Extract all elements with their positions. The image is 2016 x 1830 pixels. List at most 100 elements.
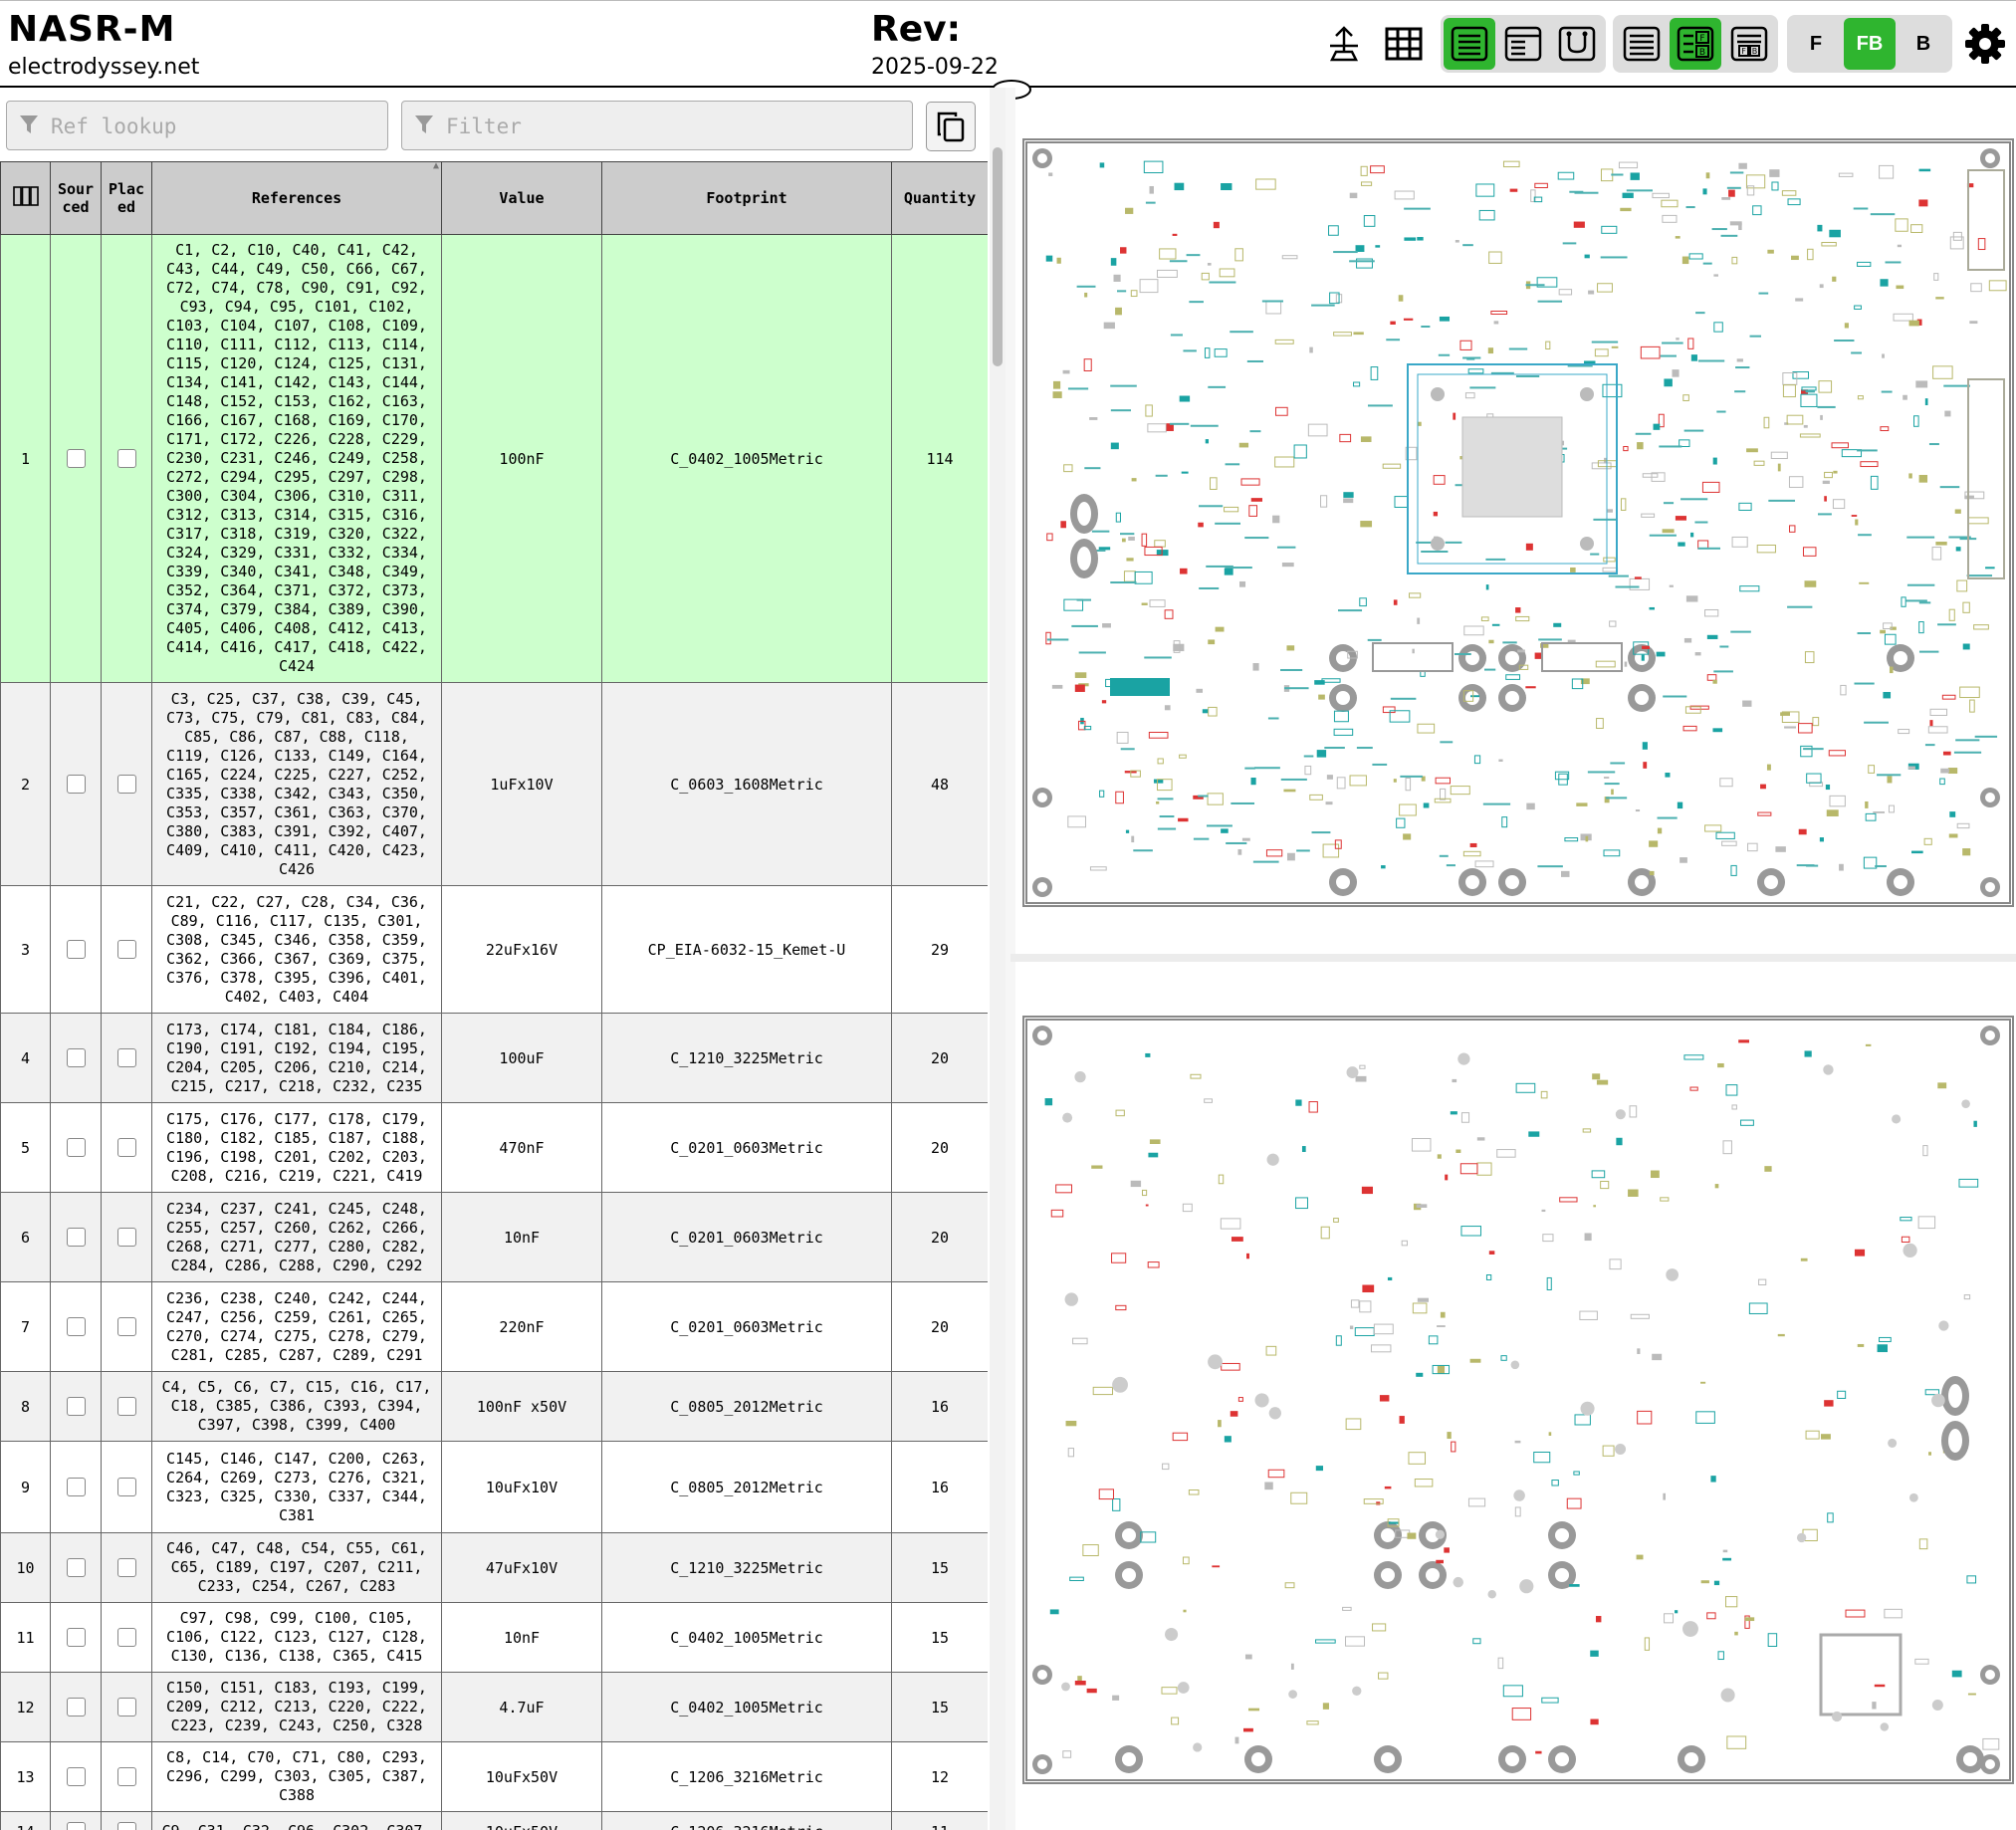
settings-button[interactable] — [1960, 19, 2010, 69]
bom-table: Sour ced Plac ed References▲ Value Footp… — [0, 161, 988, 1830]
sourced-checkbox[interactable] — [67, 1397, 86, 1416]
footprint-cell: C_0603_1608Metric — [602, 683, 892, 886]
placed-checkbox[interactable] — [117, 1628, 136, 1647]
sourced-checkbox[interactable] — [67, 1228, 86, 1247]
sourced-checkbox[interactable] — [67, 449, 86, 468]
footprint-cell: C_0201_0603Metric — [602, 1282, 892, 1372]
sourced-checkbox[interactable] — [67, 1767, 86, 1786]
sourced-checkbox[interactable] — [67, 775, 86, 794]
value-header[interactable]: Value — [442, 162, 602, 235]
placed-checkbox[interactable] — [117, 1397, 136, 1416]
placed-checkbox[interactable] — [117, 1228, 136, 1247]
quantity-header[interactable]: Quantity — [892, 162, 989, 235]
front-pcb-canvas[interactable] — [1022, 138, 2014, 907]
table-row[interactable]: 14C9, C31, C32, C96, C302, C307,10uFx50V… — [1, 1812, 989, 1830]
placed-checkbox[interactable] — [117, 449, 136, 468]
placed-checkbox[interactable] — [117, 1698, 136, 1716]
bom-netlist-button[interactable]: F B — [1723, 18, 1775, 70]
front-back-view-button[interactable]: FB — [1844, 18, 1896, 70]
footprint-cell: C_0805_2012Metric — [602, 1372, 892, 1442]
value-cell: 100uF — [442, 1014, 602, 1103]
row-number: 9 — [1, 1442, 51, 1533]
ref-lookup-input[interactable] — [49, 108, 373, 145]
table-row[interactable]: 6C234, C237, C241, C245, C248, C255, C25… — [1, 1193, 989, 1282]
placed-cell — [102, 886, 152, 1014]
ungrouped-icon — [1622, 24, 1662, 64]
placed-cell — [102, 1193, 152, 1282]
sourced-header[interactable]: Sour ced — [51, 162, 102, 235]
bom-left-icon — [1503, 24, 1543, 64]
sourced-checkbox[interactable] — [67, 940, 86, 959]
table-row[interactable]: 13C8, C14, C70, C71, C80, C293, C296, C2… — [1, 1742, 989, 1812]
placed-checkbox[interactable] — [117, 1767, 136, 1786]
table-row[interactable]: 4C173, C174, C181, C184, C186, C190, C19… — [1, 1014, 989, 1103]
placed-checkbox[interactable] — [117, 775, 136, 794]
placed-cell — [102, 1442, 152, 1533]
sourced-checkbox[interactable] — [67, 1138, 86, 1157]
placed-checkbox[interactable] — [117, 1558, 136, 1577]
back-pcb-drawing — [1024, 1018, 2012, 1782]
bom-top-drawings-bottom-button[interactable] — [1551, 18, 1603, 70]
sourced-checkbox[interactable] — [67, 1628, 86, 1647]
ref-lookup-box — [6, 101, 388, 150]
sourced-checkbox[interactable] — [67, 1478, 86, 1496]
placed-header[interactable]: Plac ed — [102, 162, 152, 235]
table-row[interactable]: 5C175, C176, C177, C178, C179, C180, C18… — [1, 1103, 989, 1193]
placed-checkbox[interactable] — [117, 1048, 136, 1067]
quantity-cell: 11 — [892, 1812, 989, 1830]
placed-checkbox[interactable] — [117, 940, 136, 959]
references-header[interactable]: References▲ — [152, 162, 442, 235]
footprint-header[interactable]: Footprint — [602, 162, 892, 235]
bom-grouped-button[interactable]: F B — [1670, 18, 1721, 70]
bom-ungrouped-button[interactable] — [1616, 18, 1668, 70]
sourced-checkbox[interactable] — [67, 1317, 86, 1336]
placed-cell — [102, 1533, 152, 1603]
filter-icon — [19, 114, 39, 135]
footprint-cell: C_0402_1005Metric — [602, 235, 892, 683]
quantity-cell: 12 — [892, 1742, 989, 1812]
placed-checkbox[interactable] — [117, 1138, 136, 1157]
sourced-cell — [51, 683, 102, 886]
row-number: 1 — [1, 235, 51, 683]
sourced-checkbox[interactable] — [67, 1698, 86, 1716]
table-row[interactable]: 9C145, C146, C147, C200, C263, C264, C26… — [1, 1442, 989, 1533]
full-view-button[interactable] — [1379, 19, 1429, 69]
sourced-checkbox[interactable] — [67, 1558, 86, 1577]
sourced-checkbox[interactable] — [67, 1048, 86, 1067]
table-row[interactable]: 3C21, C22, C27, C28, C34, C36, C89, C116… — [1, 886, 989, 1014]
footprint-cell: C_0201_0603Metric — [602, 1193, 892, 1282]
table-row[interactable]: 8C4, C5, C6, C7, C15, C16, C17, C18, C38… — [1, 1372, 989, 1442]
layout-mode-group — [1441, 15, 1606, 73]
filter-input[interactable] — [444, 108, 898, 145]
footprint-cell: C_0805_2012Metric — [602, 1442, 892, 1533]
filter-icon — [414, 114, 434, 135]
table-row[interactable]: 1C1, C2, C10, C40, C41, C42, C43, C44, C… — [1, 235, 989, 683]
placed-checkbox[interactable] — [117, 1317, 136, 1336]
placed-checkbox[interactable] — [117, 1822, 136, 1830]
sourced-checkbox[interactable] — [67, 1822, 86, 1830]
dark-mode-button[interactable] — [1319, 19, 1369, 69]
bom-scrollbar[interactable] — [990, 88, 1006, 1830]
bom-only-button[interactable] — [1444, 18, 1495, 70]
table-row[interactable]: 2C3, C25, C37, C38, C39, C45, C73, C75, … — [1, 683, 989, 886]
row-number: 7 — [1, 1282, 51, 1372]
copy-bom-button[interactable] — [926, 102, 976, 151]
horizontal-splitter[interactable] — [1010, 954, 2016, 962]
back-view-button[interactable]: B — [1898, 18, 1949, 70]
value-cell: 10nF — [442, 1193, 602, 1282]
table-row[interactable]: 11C97, C98, C99, C100, C105, C106, C122,… — [1, 1603, 989, 1673]
column-settings-header[interactable] — [1, 162, 51, 235]
sourced-cell — [51, 1442, 102, 1533]
front-view-button[interactable]: F — [1790, 18, 1842, 70]
value-cell: 10nF — [442, 1603, 602, 1673]
bom-left-drawings-right-button[interactable] — [1497, 18, 1549, 70]
layer-view-group: F FB B — [1787, 15, 1952, 73]
references-cell: C234, C237, C241, C245, C248, C255, C257… — [152, 1193, 442, 1282]
placed-checkbox[interactable] — [117, 1478, 136, 1496]
table-row[interactable]: 12C150, C151, C183, C193, C199, C209, C2… — [1, 1673, 989, 1742]
references-cell: C3, C25, C37, C38, C39, C45, C73, C75, C… — [152, 683, 442, 886]
back-pcb-canvas[interactable] — [1022, 1016, 2014, 1784]
table-row[interactable]: 10C46, C47, C48, C54, C55, C61, C65, C18… — [1, 1533, 989, 1603]
table-row[interactable]: 7C236, C238, C240, C242, C244, C247, C25… — [1, 1282, 989, 1372]
scrollbar-thumb[interactable] — [993, 147, 1003, 366]
